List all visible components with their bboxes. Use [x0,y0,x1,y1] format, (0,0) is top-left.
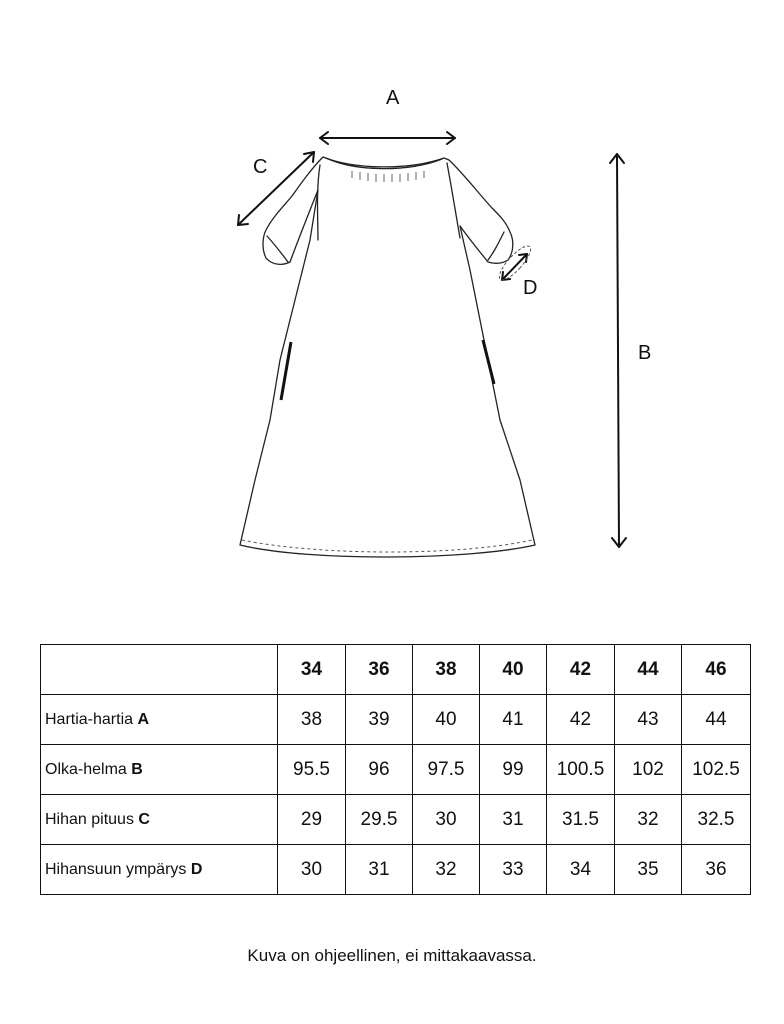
table-cell: 42 [546,694,615,745]
corner-cell [40,644,278,695]
table-cell: 102 [614,744,682,795]
table-cell: 38 [277,694,346,745]
table-cell: 99 [479,744,547,795]
row-label: Olka-helma B [40,744,278,795]
table-cell: 40 [412,694,480,745]
table-cell: 34 [546,844,615,895]
size-header: 40 [479,644,547,695]
table-cell: 44 [681,694,751,745]
label-d: D [523,277,537,299]
pocket-left [279,341,293,401]
table-row: Olka-helma B 95.5 96 97.5 99 100.5 102 1… [40,744,751,795]
sleeve-cuff-left [266,235,289,263]
caption: Kuva on ohjeellinen, ei mittakaavassa. [247,946,537,965]
table-cell: 29 [277,794,346,845]
size-header: 34 [277,644,346,695]
dress-measurement-diagram: A B C D [237,87,651,558]
table-cell: 29.5 [345,794,413,845]
neckline-gathers [351,171,425,182]
row-letter: C [138,810,150,828]
table-cell: 31 [479,794,547,845]
table-cell: 32 [412,844,480,895]
table-cell: 41 [479,694,547,745]
table-cell: 35 [614,844,682,895]
table-cell: 43 [614,694,682,745]
armhole-seam-left [316,164,321,241]
row-label: Hartia-hartia A [40,694,278,745]
label-b: B [638,342,651,364]
size-header: 38 [412,644,480,695]
row-letter: B [131,760,143,778]
arrow-b [609,153,627,548]
size-header: 44 [614,644,682,695]
table-cell: 30 [277,844,346,895]
row-label-text: Hihan pituus [45,810,134,828]
size-header: 46 [681,644,751,695]
table-cell: 97.5 [412,744,480,795]
label-c: C [253,156,267,178]
size-header: 36 [345,644,413,695]
pocket-right [481,339,496,385]
arrow-c [237,151,315,226]
row-label: Hihansuun ympärys D [40,844,278,895]
size-header: 42 [546,644,615,695]
table-row: Hihan pituus C 29 29.5 30 31 31.5 32 32.… [40,794,751,845]
table-cell: 32 [614,794,682,845]
table-cell: 31 [345,844,413,895]
row-label: Hihan pituus C [40,794,278,845]
row-letter: D [190,860,203,878]
table-cell: 31.5 [546,794,615,845]
table-cell: 36 [681,844,751,895]
table-cell: 96 [345,744,413,795]
size-header-row: 34 36 38 40 42 44 46 [40,644,751,695]
table-cell: 33 [479,844,547,895]
armhole-seam-right [446,162,461,239]
table-cell: 32.5 [681,794,751,845]
size-chart-table: 34 36 38 40 42 44 46 Hartia-hartia A 38 … [40,644,751,895]
cuff-marker [498,245,532,281]
sleeve-cuff-right [487,231,505,261]
table-cell: 102.5 [681,744,751,795]
table-cell: 95.5 [277,744,346,795]
arrow-a [319,131,456,145]
row-letter: A [137,710,150,728]
row-label-text: Hartia-hartia [45,710,134,728]
hem-stitching [241,539,533,553]
label-a: A [386,87,400,109]
neckline [325,157,443,170]
dress-outline [239,156,536,558]
table-cell: 30 [412,794,480,845]
table-row: Hihansuun ympärys D 30 31 32 33 34 35 36 [40,844,751,895]
table-row: Hartia-hartia A 38 39 40 41 42 43 44 [40,694,751,745]
table-cell: 100.5 [546,744,615,795]
table-cell: 39 [345,694,413,745]
row-label-text: Olka-helma [45,760,127,778]
row-label-text: Hihansuun ympärys [45,860,187,878]
